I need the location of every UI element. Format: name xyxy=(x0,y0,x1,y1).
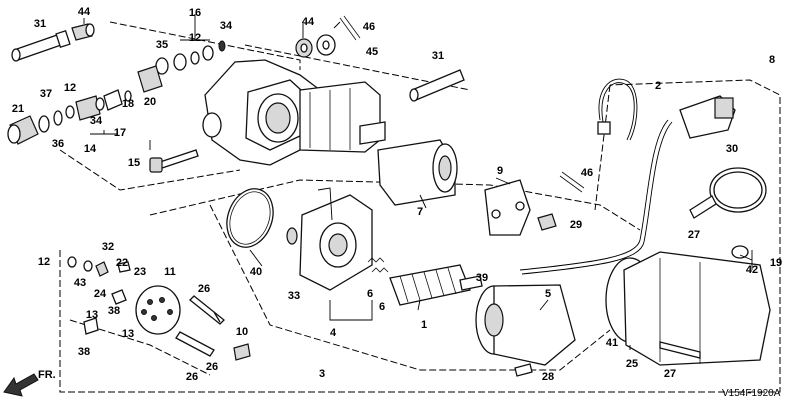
solenoid-housing xyxy=(202,59,386,166)
callout-c34b: 34 xyxy=(90,115,103,127)
brush-holder-4 xyxy=(286,187,373,291)
callout-c22: 22 xyxy=(116,257,128,269)
callout-c21: 21 xyxy=(12,103,24,115)
callout-c31a: 31 xyxy=(34,18,46,30)
callout-c27a: 27 xyxy=(688,229,700,241)
callout-c33: 33 xyxy=(288,290,300,302)
wire-harness-2 xyxy=(597,78,638,141)
callout-c17: 17 xyxy=(114,127,126,139)
callout-c20: 20 xyxy=(144,96,156,108)
callout-c5: 5 xyxy=(545,288,551,300)
bushing-44-center xyxy=(295,38,313,58)
motor-case-7 xyxy=(377,139,458,206)
cable-connector-8 xyxy=(519,95,736,275)
callout-c26c: 26 xyxy=(186,371,198,383)
washer-45 xyxy=(316,34,336,56)
callout-c28: 28 xyxy=(542,371,554,383)
armature-1 xyxy=(389,264,483,306)
cotter-46-top xyxy=(339,15,361,41)
callout-c8: 8 xyxy=(769,54,775,66)
callout-c13b: 13 xyxy=(122,328,134,340)
front-direction-arrow: FR. xyxy=(3,369,56,397)
callout-c25: 25 xyxy=(626,358,638,370)
callout-c9: 9 xyxy=(497,165,503,177)
callout-c45: 45 xyxy=(366,46,378,58)
nut-44-left xyxy=(71,23,95,41)
callout-c12a: 12 xyxy=(189,32,201,44)
callout-c4: 4 xyxy=(330,327,337,339)
callout-c1: 1 xyxy=(421,319,427,331)
callout-c11: 11 xyxy=(164,266,176,278)
callout-c44b: 44 xyxy=(302,16,315,28)
callout-c41: 41 xyxy=(606,337,618,349)
nut-29 xyxy=(537,213,557,231)
bolt-15 xyxy=(149,149,199,173)
diagram-code: V154F1920A xyxy=(722,388,781,399)
callout-c31b: 31 xyxy=(432,50,444,62)
terminal-10 xyxy=(233,343,251,361)
callout-c26a: 26 xyxy=(198,283,210,295)
callout-c37: 37 xyxy=(40,88,52,100)
bracket-9 xyxy=(484,179,531,236)
leader-lines xyxy=(83,14,753,350)
pin-31-left xyxy=(11,29,71,62)
motor-yoke-5 xyxy=(475,284,576,377)
callout-c16: 16 xyxy=(189,7,201,19)
oring-40 xyxy=(226,188,274,248)
small-parts-bottom-left xyxy=(67,256,131,335)
callout-c34a: 34 xyxy=(220,20,233,32)
callout-c23: 23 xyxy=(134,266,146,278)
callout-c13a: 13 xyxy=(86,309,98,321)
callout-c38a: 38 xyxy=(108,305,120,317)
callout-c26b: 26 xyxy=(206,361,218,373)
callout-c6b: 6 xyxy=(379,301,385,313)
callout-c32: 32 xyxy=(102,241,114,253)
band-clamp-30 xyxy=(689,167,767,219)
callout-c29: 29 xyxy=(570,219,582,231)
callout-c15: 15 xyxy=(128,157,140,169)
terminal-block-11 xyxy=(135,285,181,335)
gear-case-25 xyxy=(605,245,771,366)
valve-stack-left xyxy=(7,65,163,145)
fr-label: FR. xyxy=(38,369,56,381)
callout-c40: 40 xyxy=(250,266,262,278)
callout-c6a: 6 xyxy=(367,288,373,300)
callout-c43: 43 xyxy=(74,277,86,289)
callout-c7: 7 xyxy=(417,206,423,218)
callout-c12b: 12 xyxy=(64,82,76,94)
callout-c46a: 46 xyxy=(363,21,375,33)
callout-c46b: 46 xyxy=(581,167,593,179)
callout-c24: 24 xyxy=(94,288,107,300)
callout-c35: 35 xyxy=(156,39,168,51)
cotter-46-right xyxy=(559,171,585,193)
callout-c39: 39 xyxy=(476,272,488,284)
callout-c2: 2 xyxy=(655,80,661,92)
callout-c14: 14 xyxy=(84,143,97,155)
callout-c27b: 27 xyxy=(664,368,676,380)
springs-6 xyxy=(367,257,389,273)
callout-c30: 30 xyxy=(726,143,738,155)
callout-c36: 36 xyxy=(52,138,64,150)
callout-c18: 18 xyxy=(122,98,134,110)
callout-c3: 3 xyxy=(319,368,325,380)
screws-26 xyxy=(175,295,225,357)
callout-c38b: 38 xyxy=(78,346,90,358)
pin-31-center xyxy=(409,69,465,102)
callout-c44a: 44 xyxy=(78,6,91,18)
callout-c42: 42 xyxy=(746,264,758,276)
callout-c19: 19 xyxy=(770,257,782,269)
callout-c12c: 12 xyxy=(38,256,50,268)
callout-c10: 10 xyxy=(236,326,248,338)
